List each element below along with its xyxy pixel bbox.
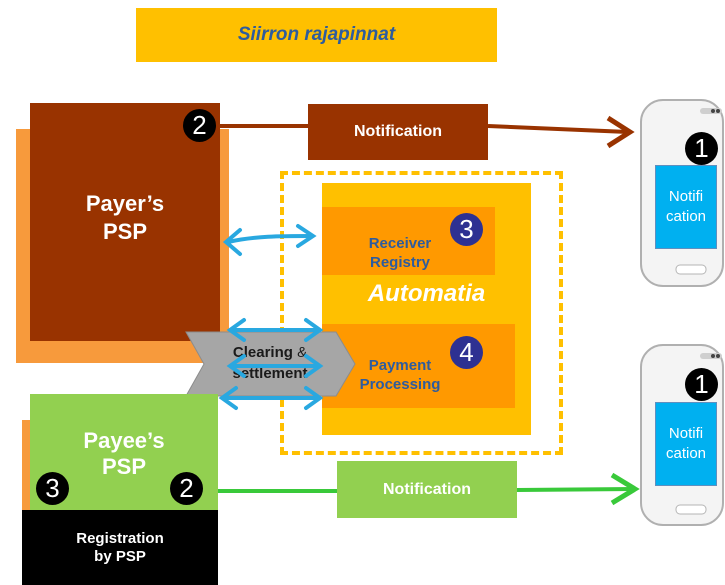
clearing-word: Clearing (232, 344, 293, 361)
receiver-registry-line1: Receiver (368, 235, 432, 252)
phone-top-line1: Notifi (668, 188, 704, 205)
payment-processing-line2: Processing (359, 376, 441, 393)
payee-psp-line1: Payee’s (83, 428, 165, 453)
payee-processing-arrow-left-head (218, 386, 238, 410)
notification-top-arrowhead (606, 115, 635, 149)
payment-processing-badge: 4 (450, 336, 483, 369)
payer-receiver-arrowhead-left (222, 228, 242, 256)
automatia-label: Automatia (367, 280, 486, 307)
clearing-arrow-1-left-head (226, 318, 246, 342)
payee-psp-label: Payee’s PSP (30, 428, 218, 480)
receiver-registry-line2: Registry (369, 254, 431, 271)
phone-bottom-line1: Notifi (668, 425, 704, 442)
registration-by-psp-box: Registration by PSP (22, 510, 218, 585)
phone-bottom-screen: Notifi cation (655, 402, 717, 486)
clearing-arrow-1-right-head (304, 318, 324, 342)
receiver-registry-badge: 3 (450, 213, 483, 246)
payer-psp-box (30, 103, 220, 341)
payee-processing-arrow-right-head (304, 386, 324, 410)
payee-registration-badge: 3 (36, 472, 69, 505)
clearing-line2: settlement (232, 365, 308, 382)
clearing-line1: Clearing & (233, 342, 307, 363)
notification-to-phone-arrow (487, 124, 629, 134)
notification-top-box: Notification (308, 104, 488, 160)
phone-bottom-badge: 1 (685, 368, 718, 401)
payer-notify-badge: 2 (183, 109, 216, 142)
payment-processing-label: Payment Processing (345, 356, 455, 394)
payer-receiver-arrowhead-right (296, 224, 317, 248)
clearing-ampersand: & (292, 344, 308, 361)
phone-top-badge: 1 (685, 132, 718, 165)
receiver-registry-label: Receiver Registry (345, 234, 455, 272)
payee-notify-badge: 2 (170, 472, 203, 505)
clearing-arrow-2-right-head (304, 354, 324, 378)
registration-line2: by PSP (94, 547, 146, 565)
payer-psp-label: Payer’s PSP (30, 190, 220, 246)
registration-line1: Registration (76, 529, 164, 547)
payer-psp-line2: PSP (102, 219, 148, 244)
phone-top-line2: cation (665, 208, 707, 225)
clearing-arrow-2-left-head (226, 354, 246, 378)
payment-processing-line1: Payment (368, 357, 432, 374)
payer-receiver-double-arrow (226, 234, 314, 244)
phone-top-screen: Notifi cation (655, 165, 717, 249)
notification-bottom-box: Notification (337, 461, 517, 518)
phone-bottom-line2: cation (665, 445, 707, 462)
automatia-dashed-border (280, 171, 563, 455)
payee-psp-line2: PSP (101, 454, 147, 479)
diagram-title: Siirron rajapinnat (136, 8, 497, 62)
clearing-settlement-label: Clearing & settlement (200, 342, 340, 384)
notification-bottom-to-phone-arrow (516, 487, 635, 492)
payer-psp-line1: Payer’s (85, 191, 165, 216)
notification-bottom-arrowhead (610, 472, 640, 506)
